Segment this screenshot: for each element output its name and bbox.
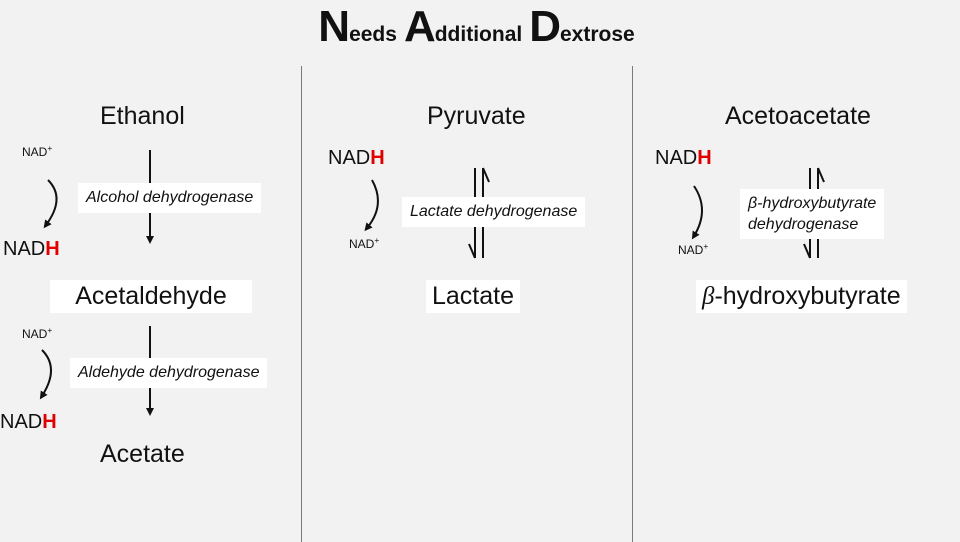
nad-plus-2: NAD+ <box>22 325 53 341</box>
molecule-acetaldehyde: Acetaldehyde <box>50 280 252 313</box>
molecule-beta-hydroxybutyrate: β-hydroxybutyrate <box>696 280 907 313</box>
nad-plus-1: NAD+ <box>22 143 53 159</box>
cofactor-curve-1 <box>43 179 58 229</box>
molecule-pyruvate: Pyruvate <box>427 102 526 130</box>
nadh-1: NADH <box>3 238 60 260</box>
nadh-3: NADH <box>328 147 385 169</box>
nadh-2: NADH <box>0 411 57 433</box>
title-eeds: eeds <box>349 23 397 46</box>
title-dditional: dditional <box>434 23 523 46</box>
molecule-lactate: Lactate <box>426 280 521 313</box>
cofactor-curve-2 <box>39 349 52 400</box>
enzyme-lactate-dehydrogenase: Lactate dehydrogenase <box>402 197 586 227</box>
nadh-4: NADH <box>655 147 712 169</box>
column-divider-1 <box>301 66 302 542</box>
molecule-acetoacetate: Acetoacetate <box>725 102 871 130</box>
molecule-ethanol: Ethanol <box>100 102 185 130</box>
enzyme-aldehyde-dehydrogenase: Aldehyde dehydrogenase <box>70 358 268 388</box>
column-divider-2 <box>632 66 633 542</box>
cofactor-curve-4 <box>691 185 703 240</box>
title-a: A <box>403 2 436 51</box>
cofactor-curve-3 <box>364 179 379 232</box>
nad-plus-3: NAD+ <box>349 235 380 251</box>
molecule-acetate: Acetate <box>100 440 185 468</box>
enzyme-bhb-dehydrogenase: β-hydroxybutyrate dehydrogenase <box>740 189 885 239</box>
title-d: D <box>529 2 561 51</box>
title-extrose: extrose <box>560 23 635 46</box>
enzyme-alcohol-dehydrogenase: Alcohol dehydrogenase <box>78 183 262 213</box>
title-n: N <box>318 2 350 51</box>
nad-plus-4: NAD+ <box>678 241 709 257</box>
